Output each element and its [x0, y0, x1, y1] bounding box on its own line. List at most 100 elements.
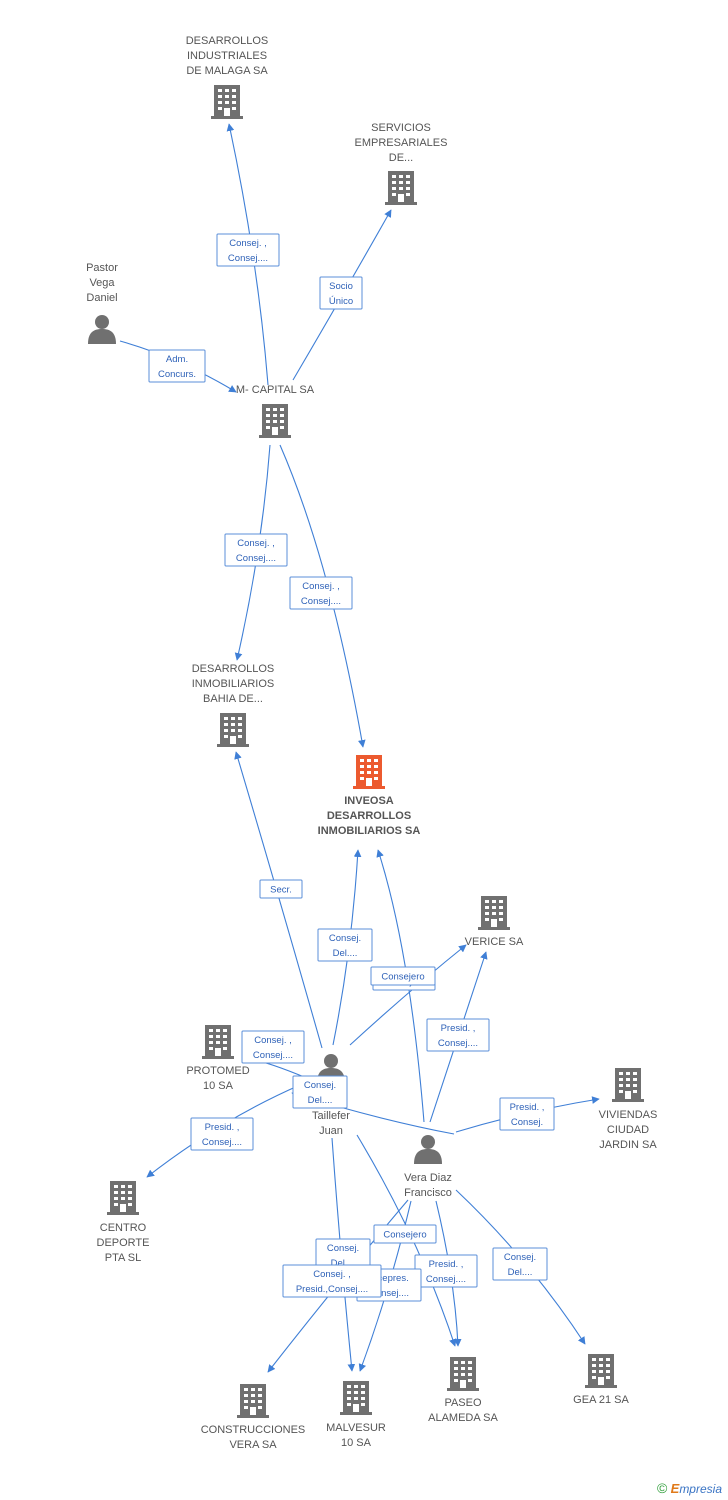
node-label-line: SERVICIOS	[371, 122, 431, 134]
edge-label-text: Consej.	[504, 1252, 536, 1263]
node-label-line: CENTRO	[100, 1222, 147, 1234]
edge-label-text: Consej....	[202, 1137, 242, 1148]
node-label-line: Vega	[89, 277, 115, 289]
edge-label-text: Consej. ,	[254, 1035, 292, 1046]
edge-label-e18[interactable]: Consej. Del....	[492, 1247, 548, 1281]
node-label-line: PASEO	[444, 1397, 482, 1409]
node-label-line: 10 SA	[203, 1080, 234, 1092]
edge-label-text: Consej. ,	[302, 581, 340, 592]
edge-label-text: Consej....	[253, 1050, 293, 1061]
node-servicios[interactable]: SERVICIOSEMPRESARIALESDE...	[355, 122, 448, 205]
node-mcapital[interactable]: M- CAPITAL SA	[236, 384, 315, 438]
edge-label-e14[interactable]: Presid. , Consej....	[190, 1117, 254, 1151]
node-label-line: INMOBILIARIOS SA	[318, 825, 421, 837]
edge-label-text: Consej....	[228, 253, 268, 264]
node-protomed[interactable]: PROTOMED 10 SA	[186, 1025, 250, 1092]
edge-label-text: Concurs.	[158, 369, 196, 380]
node-gea[interactable]: GEA 21 SA	[573, 1354, 629, 1406]
edge-label-e4[interactable]: Consej. ,Consej....	[224, 533, 288, 567]
edge-label-text: Consej....	[369, 1288, 409, 1299]
node-label-line: Taillefer	[312, 1110, 350, 1122]
edge-label-box	[370, 966, 436, 986]
building-icon	[202, 1025, 234, 1059]
building-icon	[447, 1357, 479, 1391]
edge-line-e9	[349, 944, 467, 1046]
edge-label-text: Presid. ,	[510, 1102, 545, 1113]
node-label-line: DE MALAGA SA	[186, 65, 268, 77]
edge-label-e15[interactable]: Consejero	[373, 1224, 437, 1244]
edge-label-box	[317, 928, 373, 962]
edge-label-text: Presid. ,	[429, 1259, 464, 1270]
edge-label-e10[interactable]: Presid. ,Consej....	[426, 1018, 490, 1052]
edge-label-e6[interactable]: Secr.	[259, 879, 303, 899]
edge-label-text: Consej....	[438, 1038, 478, 1049]
node-viviendas[interactable]: VIVIENDAS CIUDAD JARDIN SA	[599, 1068, 658, 1151]
node-label-line: ALAMEDA SA	[428, 1412, 498, 1424]
node-label-line: VIVIENDAS	[599, 1109, 658, 1121]
edge-label-box	[224, 533, 288, 567]
edge-label-text: Consej.	[511, 1117, 543, 1128]
brand-logo-name: mpresia	[679, 1482, 722, 1496]
node-label-line: INVEOSA	[344, 795, 394, 807]
edge-label-e5[interactable]: Consej. ,Consej....	[289, 576, 353, 610]
node-label-line: Vera Diaz	[404, 1172, 452, 1184]
building-icon	[107, 1181, 139, 1215]
edge-label-box	[426, 1018, 490, 1052]
node-label-line: PROTOMED	[186, 1065, 249, 1077]
edge-label-text: Consej.	[327, 1243, 359, 1254]
edge-label-text: Presid. ,	[205, 1122, 240, 1133]
node-label-line: Daniel	[86, 292, 117, 304]
edge-label-e17[interactable]: Presid. , Consej....	[414, 1254, 478, 1288]
edge-label-text: Único	[329, 296, 353, 307]
edge-label-text: Secr.	[270, 885, 292, 896]
edge-label-e9[interactable]: Consejero	[370, 966, 436, 986]
node-label-line: GEA 21 SA	[573, 1394, 629, 1406]
edge-label-e13[interactable]: Presid. , Consej.	[499, 1097, 555, 1131]
edge-label-text: Consej. ,	[237, 538, 275, 549]
node-label-line: INDUSTRIALES	[187, 50, 267, 62]
node-label-line: CIUDAD	[607, 1124, 649, 1136]
edge-label-e7[interactable]: Consej.Del....	[317, 928, 373, 962]
building-icon	[585, 1354, 617, 1388]
node-label-line: M- CAPITAL SA	[236, 384, 315, 396]
node-verice[interactable]: VERICE SA	[465, 896, 524, 948]
node-label-line: JARDIN SA	[599, 1139, 657, 1151]
node-paseo[interactable]: PASEO ALAMEDA SA	[428, 1357, 499, 1424]
edge-label-e11[interactable]: Consej. , Consej....	[241, 1030, 305, 1064]
node-label-line: BAHIA DE...	[203, 693, 263, 705]
edge-label-box	[148, 349, 206, 383]
edge-label-text: Consej....	[426, 1274, 466, 1285]
building-icon	[612, 1068, 644, 1102]
node-label-line: DEPORTE	[97, 1237, 150, 1249]
edge-label-text: Del....	[308, 1095, 333, 1106]
node-label-line: Francisco	[404, 1187, 452, 1199]
edge-labels-layer: Consej. , Consej.... SocioÚnicoAdm.Concurs…	[148, 233, 555, 1302]
edge-label-e12[interactable]: Consej. Del....	[292, 1075, 348, 1109]
edge-label-text: Consej.	[304, 1080, 336, 1091]
edge-label-box	[282, 1264, 382, 1298]
edge-label-box	[373, 1224, 437, 1244]
edge-label-box	[259, 879, 303, 899]
edge-label-text: Del....	[508, 1267, 533, 1278]
edge-label-e1[interactable]: Consej. ,Consej....	[216, 233, 280, 267]
edge-label-text: Presid.,Consej....	[296, 1284, 368, 1295]
edge-label-e3[interactable]: Adm.Concurs.	[148, 349, 206, 383]
brand-logo-initial: E	[670, 1481, 680, 1496]
edge-line-e6	[234, 751, 323, 1049]
edge-label-box	[292, 1075, 348, 1109]
person-icon	[88, 315, 116, 344]
edge-label-e20[interactable]: Consej. ,Presid.,Consej....	[282, 1264, 382, 1298]
node-label-line: Pastor	[86, 262, 118, 274]
building-icon	[237, 1384, 269, 1418]
edge-label-box	[289, 576, 353, 610]
